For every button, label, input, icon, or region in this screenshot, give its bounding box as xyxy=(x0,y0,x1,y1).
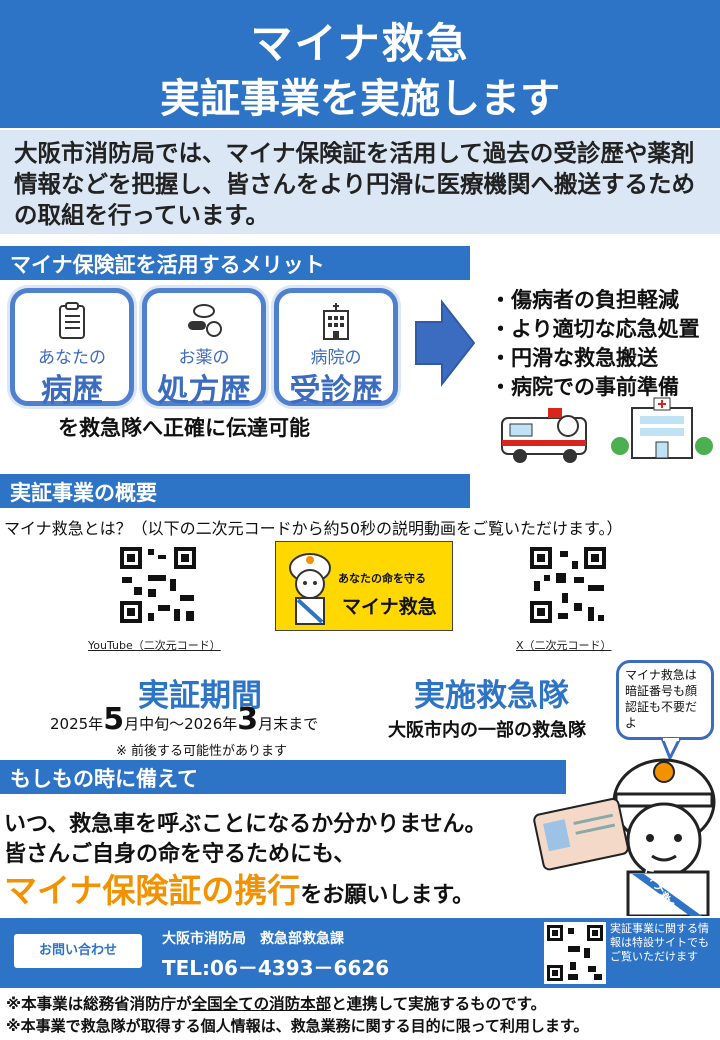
merit-bullet: ・病院での事前準備 xyxy=(490,375,679,399)
period-text: 2025年5月中旬〜2026年3月末まで xyxy=(50,702,318,737)
merit-bullet: ・より適切な応急処置 xyxy=(490,317,700,341)
period-month1: 5 xyxy=(103,702,125,737)
banner-big-text: マイナ救急 xyxy=(342,596,437,618)
team-text: 大阪市内の一部の救急隊 xyxy=(388,720,586,741)
prepare-emphasis: マイナ保険証の携行 xyxy=(4,871,301,910)
note-1-pre: ※本事業は総務省消防庁が xyxy=(6,995,192,1013)
mynakyukyu-banner: あなたの命を守る マイナ救急 xyxy=(275,541,453,631)
arrow-right-icon xyxy=(415,299,476,387)
note-1: ※本事業は総務省消防庁が全国全ての消防本部と連携して実施するものです。 xyxy=(6,992,546,1014)
firefighter-mascot-icon xyxy=(289,553,331,625)
youtube-link[interactable]: YouTube（二次元コード） xyxy=(88,639,221,652)
period-year1: 2025年 xyxy=(50,715,104,733)
clipboard-icon xyxy=(59,302,85,339)
card-small-label: お薬の xyxy=(178,348,230,368)
site-qr-code[interactable] xyxy=(544,922,606,984)
note-1-post: と連携して実施するものです。 xyxy=(331,995,547,1013)
period-month2: 3 xyxy=(237,702,259,737)
card-small-label: あなたの xyxy=(38,348,106,368)
transfer-text: を救急隊へ正確に伝達可能 xyxy=(58,416,310,440)
card-medical-history: あなたの 病歴 xyxy=(10,288,134,409)
header-banner: マイナ救急 実証事業を実施します xyxy=(0,0,720,128)
card-hospital-history: 病院の 受診歴 xyxy=(274,288,398,409)
period-mid: 月中旬〜2026年 xyxy=(124,715,238,733)
merit-bullet: ・円滑な救急搬送 xyxy=(490,346,658,370)
bubble-tail xyxy=(660,738,682,760)
period-end: 月末まで xyxy=(258,715,319,733)
pills-icon xyxy=(188,304,222,337)
note-1-underline: 全国全ての消防本部 xyxy=(191,995,332,1013)
prepare-line2: 皆さんご自身の命を守るためにも、 xyxy=(4,842,356,867)
team-heading: 実施救急隊 xyxy=(414,678,569,714)
site-note: 実証事業に関する情報は特設サイトでもご覧いただけます xyxy=(610,922,709,963)
intro-text: 大阪市消防局では、マイナ保険証を活用して過去の受診歴や薬剤情報などを把握し、皆さ… xyxy=(0,130,720,234)
contact-tel[interactable]: TEL:06－4393－6626 xyxy=(162,956,390,980)
firefighter-holding-card-illustration xyxy=(533,758,716,916)
card-small-label: 病院の xyxy=(310,348,362,368)
ambulance-illustration xyxy=(501,408,587,463)
card-prescription-history: お薬の 処方歴 xyxy=(142,288,266,409)
prepare-line1: いつ、救急車を呼ぶことになるか分かりません。 xyxy=(4,812,487,837)
x-qr-code[interactable] xyxy=(528,545,608,625)
hospital-illustration xyxy=(611,397,713,459)
section-overview-heading: 実証事業の概要 xyxy=(0,474,470,508)
contact-footer: お問い合わせ 大阪市消防局 救急部救急課 TEL:06－4393－6626 実証… xyxy=(0,918,720,988)
x-link[interactable]: X（二次元コード） xyxy=(516,639,612,652)
what-is-text: マイナ救急とは？（以下の二次元コードから約50秒の説明動画をご覧いただけます。） xyxy=(4,519,623,538)
card-big-label: 病歴 xyxy=(41,373,103,409)
section-prepare-heading: もしもの時に備えて xyxy=(0,760,566,794)
hospital-icon xyxy=(323,303,349,340)
merit-bullet: ・傷病者の負担軽減 xyxy=(490,288,679,312)
card-big-label: 受診歴 xyxy=(289,373,383,409)
prepare-tail: をお願いします。 xyxy=(300,883,475,908)
contact-label: お問い合わせ xyxy=(14,934,142,968)
period-heading: 実証期間 xyxy=(138,678,262,714)
prepare-line3: マイナ保険証の携行をお願いします。 xyxy=(4,864,474,912)
contact-org: 大阪市消防局 救急部救急課 xyxy=(162,931,344,947)
period-note: ※ 前後する可能性があります xyxy=(116,744,288,759)
card-big-label: 処方歴 xyxy=(157,373,251,409)
youtube-qr-code[interactable] xyxy=(118,545,198,625)
page-title: マイナ救急 xyxy=(250,19,470,68)
page-subtitle: 実証事業を実施します xyxy=(160,76,560,122)
banner-small-text: あなたの命を守る xyxy=(338,572,426,585)
section-merits-heading: マイナ保険証を活用するメリット xyxy=(0,246,470,280)
speech-bubble: マイナ救急は暗証番号も顔認証も不要だよ xyxy=(616,660,714,740)
note-2: ※本事業で救急隊が取得する個人情報は、救急業務に関する目的に限って利用します。 xyxy=(6,1017,589,1035)
